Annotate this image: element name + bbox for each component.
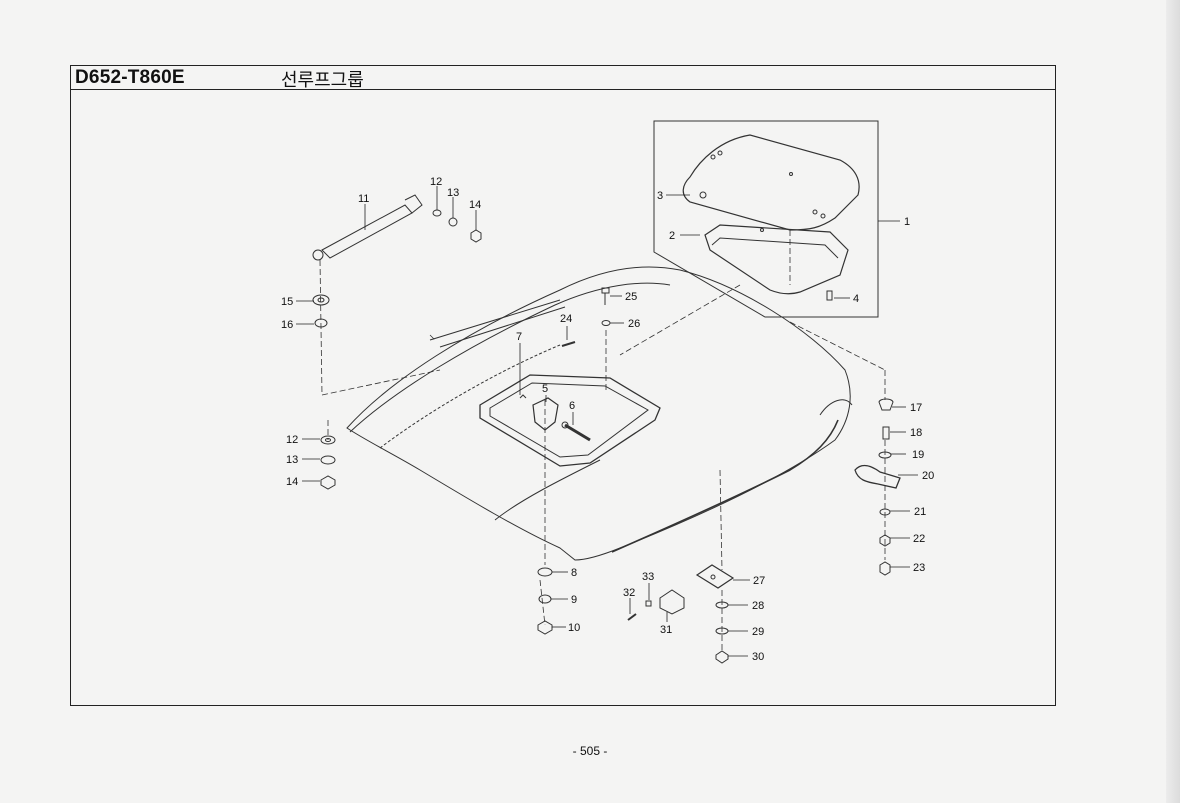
- callout-24: 24: [560, 313, 572, 325]
- callout-29: 29: [752, 626, 764, 638]
- callout-17: 17: [910, 402, 922, 414]
- latch-handle: [854, 464, 901, 489]
- callout-21: 21: [914, 506, 926, 518]
- assembly-box: [653, 120, 879, 318]
- callout-12-upper: 12: [430, 176, 442, 188]
- callout-20: 20: [922, 470, 934, 482]
- scan-edge: [1166, 0, 1180, 803]
- callout-8: 8: [571, 567, 577, 579]
- callout-30: 30: [752, 651, 764, 663]
- callout-7: 7: [516, 331, 522, 343]
- sunroof-opening: [479, 374, 661, 467]
- diagram-frame: D652-T860E 선루프그룹: [70, 65, 1056, 706]
- callout-14-lower: 14: [286, 476, 298, 488]
- callout-25: 25: [625, 291, 637, 303]
- callout-14-upper: 14: [469, 199, 481, 211]
- callout-22: 22: [913, 533, 925, 545]
- callout-33: 33: [642, 571, 654, 583]
- callout-13-upper: 13: [447, 187, 459, 199]
- callout-28: 28: [752, 600, 764, 612]
- latch-bracket: [695, 564, 735, 589]
- callout-15: 15: [281, 296, 293, 308]
- sunroof-glass: [682, 134, 860, 231]
- callout-11: 11: [358, 193, 369, 205]
- callout-6: 6: [569, 400, 575, 412]
- callout-5: 5: [542, 383, 548, 395]
- roof-shell: [346, 266, 851, 561]
- callout-13-lower: 13: [286, 454, 298, 466]
- callout-27: 27: [753, 575, 765, 587]
- group-title: 선루프그룹: [281, 70, 364, 91]
- callout-23: 23: [913, 562, 925, 574]
- callout-4: 4: [853, 293, 859, 305]
- hinge-bracket: [532, 397, 559, 431]
- callout-16: 16: [281, 319, 293, 331]
- callout-1: 1: [904, 216, 910, 228]
- callout-26: 26: [628, 318, 640, 330]
- model-code: D652-T860E: [75, 67, 185, 88]
- callout-32: 32: [623, 587, 635, 599]
- callout-31: 31: [660, 624, 672, 636]
- callout-2: 2: [669, 230, 675, 242]
- gas-strut: [321, 204, 413, 259]
- sunroof-frame: [704, 224, 849, 295]
- callout-12-lower: 12: [286, 434, 298, 446]
- callout-18: 18: [910, 427, 922, 439]
- callout-9: 9: [571, 594, 577, 606]
- page-number: - 505 -: [572, 744, 608, 758]
- callout-3: 3: [657, 190, 663, 202]
- callout-10: 10: [568, 622, 580, 634]
- header-bar: D652-T860E 선루프그룹: [71, 66, 1055, 91]
- callout-19: 19: [912, 449, 924, 461]
